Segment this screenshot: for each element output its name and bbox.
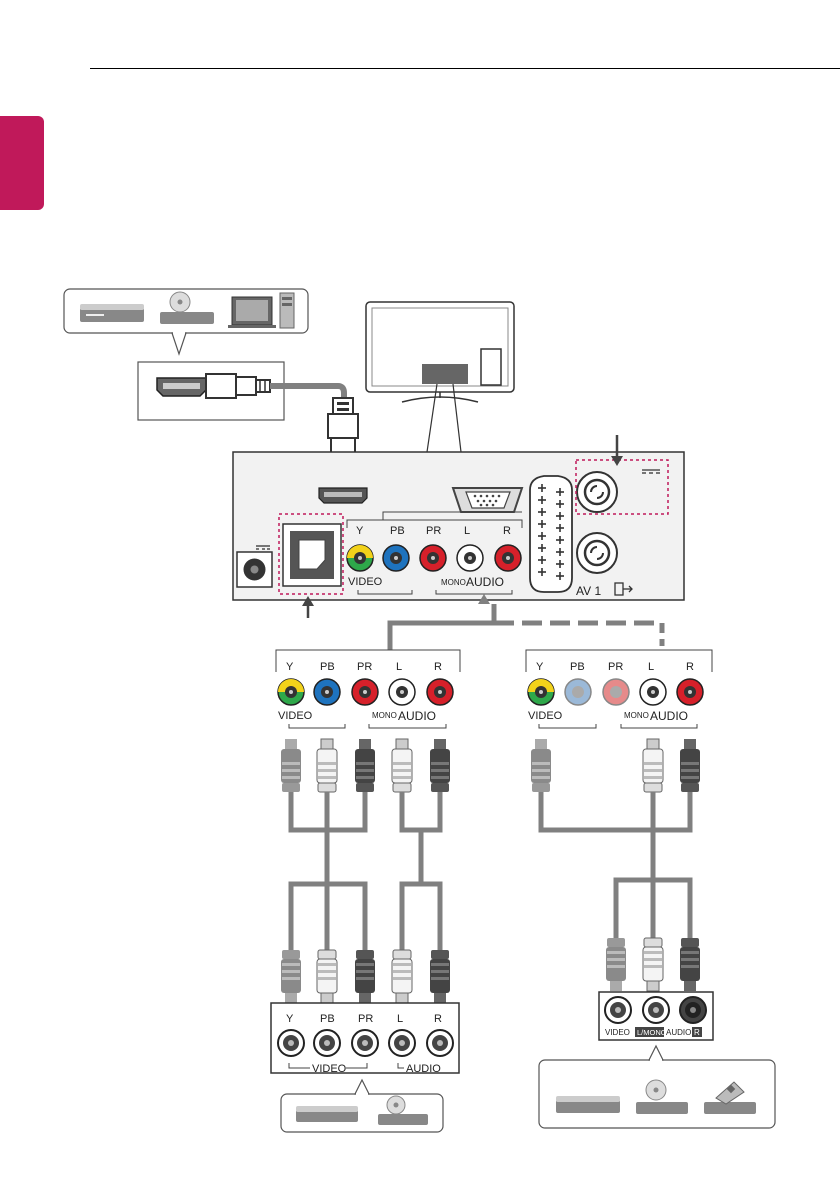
scart-port-icon	[530, 476, 572, 592]
vga-port-icon	[453, 488, 522, 512]
component-top-plugs	[281, 739, 450, 792]
comp-pr-label: PR	[357, 661, 372, 673]
comp2-r-label: R	[686, 661, 694, 673]
tv-y-label: Y	[356, 525, 364, 537]
composite-dev-video-label: VIDEO	[605, 1028, 630, 1037]
tv-audio-label: AUDIO	[466, 575, 504, 589]
tv-video-label: VIDEO	[348, 576, 383, 588]
comp2-audio-label: AUDIO	[650, 709, 688, 723]
comp-r-label: R	[434, 661, 442, 673]
composite-cable-panel: Y PB PR L R VIDEO MONO AUDIO	[526, 650, 712, 728]
comp2-pb-label: PB	[570, 661, 585, 673]
dev-pb-label: PB	[320, 1013, 335, 1025]
component-bottom-plugs	[281, 950, 450, 1003]
hdmi-port-icon	[319, 488, 367, 503]
comp-mono-label: MONO	[372, 711, 397, 720]
tv-pb-label: PB	[390, 525, 405, 537]
comp2-video-label: VIDEO	[528, 710, 563, 722]
tv-l-label: L	[464, 525, 470, 537]
dev-pr-label: PR	[358, 1013, 373, 1025]
comp-y-label: Y	[286, 661, 294, 673]
dvd-recorder-icon	[296, 1106, 358, 1122]
dev-r-label: R	[434, 1013, 442, 1025]
hdmi-source-jack	[138, 362, 284, 420]
tv-mono-label: MONO	[441, 578, 466, 587]
component-cable-panel: Y PB PR L R VIDEO MONO AUDIO	[276, 650, 460, 728]
power-port-icon	[237, 546, 272, 587]
dev-l-label: L	[397, 1013, 403, 1025]
composite-top-plugs	[531, 739, 700, 792]
av1-label: AV 1	[576, 584, 601, 598]
comp2-l-label: L	[648, 661, 654, 673]
comp-pb-label: PB	[320, 661, 335, 673]
composite-dev-mono-label: L/MONO	[637, 1028, 667, 1037]
tv-connection-panel: AV 1 Y PB PR L	[233, 452, 684, 600]
tv-r-label: R	[503, 525, 511, 537]
dev-audio-label: AUDIO	[406, 1063, 441, 1075]
comp2-mono-label: MONO	[624, 711, 649, 720]
comp2-y-label: Y	[536, 661, 544, 673]
dvd-recorder-icon	[80, 304, 144, 322]
antenna-port-icon	[577, 533, 617, 573]
comp-l-label: L	[396, 661, 402, 673]
composite-dev-audio-label: AUDIO	[666, 1028, 691, 1037]
composite-source-devices	[539, 1046, 775, 1128]
comp2-pr-label: PR	[608, 661, 623, 673]
tv-pr-label: PR	[426, 525, 441, 537]
composite-device-jacks: VIDEO L/MONO AUDIO R	[599, 992, 713, 1040]
comp-video-label: VIDEO	[278, 710, 313, 722]
comp-audio-label: AUDIO	[398, 709, 436, 723]
component-device-jacks: Y PB PR L R VIDEO AUDIO	[271, 1003, 459, 1075]
dvd-recorder-icon	[556, 1096, 620, 1113]
optical-port-icon	[283, 524, 341, 586]
dev-y-label: Y	[286, 1013, 294, 1025]
hdmi-port-icon	[157, 378, 206, 396]
tv-back-icon	[366, 302, 514, 402]
dev-video-label: VIDEO	[312, 1063, 347, 1075]
hdmi-source-devices	[64, 289, 308, 354]
component-source-devices	[281, 1080, 443, 1132]
composite-bottom-plugs	[606, 938, 700, 991]
composite-dev-r-label: R	[694, 1028, 700, 1037]
composite-cable	[541, 792, 690, 938]
computer-icon	[228, 293, 294, 328]
